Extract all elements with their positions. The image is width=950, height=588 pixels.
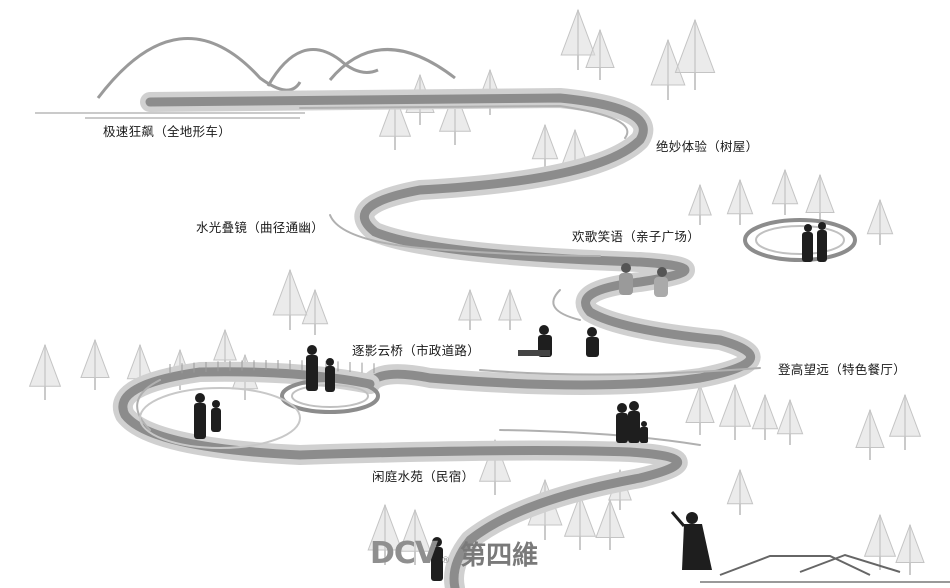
tree <box>866 198 894 245</box>
tree <box>688 183 712 225</box>
family-figures <box>616 401 648 443</box>
label-homestay: 闲庭水苑（民宿） <box>372 469 475 484</box>
watermark-text: 第四維 <box>460 541 539 571</box>
tree <box>80 338 110 390</box>
hiker-figure <box>670 511 712 570</box>
people-silhouettes <box>194 222 827 581</box>
tree <box>726 178 754 225</box>
bridge-figures <box>306 345 335 392</box>
tree <box>595 498 625 550</box>
label-family-plaza: 欢歌笑语（亲子广场） <box>572 229 701 244</box>
horizon-lines <box>35 112 305 119</box>
tree <box>685 383 715 435</box>
tree <box>771 168 799 215</box>
watermark-logo: DCV <box>370 536 438 571</box>
label-atv: 极速狂飙（全地形车） <box>103 124 232 139</box>
tree <box>531 123 559 170</box>
tree <box>855 408 885 460</box>
tree <box>674 18 716 90</box>
tree <box>895 523 925 575</box>
seated-figures <box>518 325 599 357</box>
tree <box>776 398 804 445</box>
tree <box>367 503 403 565</box>
tree <box>301 288 329 335</box>
registered-mark: ® <box>441 555 451 566</box>
label-treehouse: 绝妙体验（树屋） <box>656 139 759 154</box>
walker-figure <box>431 537 443 581</box>
tree <box>726 468 754 515</box>
winding-path <box>113 88 761 588</box>
tree <box>272 268 308 330</box>
tree <box>863 513 897 570</box>
plaza-figures <box>619 263 668 297</box>
tree <box>498 288 522 330</box>
label-restaurant: 登高望远（特色餐厅） <box>778 362 907 377</box>
tree <box>751 393 779 440</box>
tree <box>805 173 835 225</box>
tree <box>888 393 922 450</box>
building-roof <box>700 553 950 583</box>
tree <box>718 383 752 440</box>
couple-figure-treehouse <box>802 222 827 262</box>
homestay-figures <box>194 393 221 439</box>
label-cloud-bridge: 逐影云桥（市政道路） <box>352 343 481 358</box>
watermark: DCV ® 第四維 <box>370 535 538 572</box>
mountain-outline <box>96 37 456 99</box>
tree <box>560 8 596 70</box>
tree <box>458 288 482 330</box>
tree <box>563 493 597 550</box>
tree <box>585 28 615 80</box>
label-water-mirror: 水光叠镜（曲径通幽） <box>196 220 325 235</box>
tree <box>28 343 62 400</box>
tree <box>650 38 686 100</box>
tree <box>398 508 432 565</box>
